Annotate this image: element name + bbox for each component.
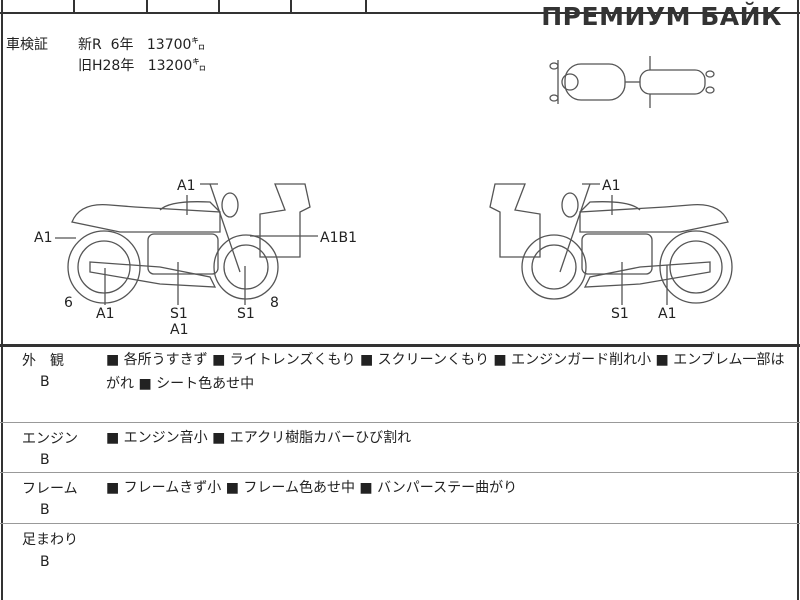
bike-top-view-icon <box>549 56 715 108</box>
top-rule <box>0 12 800 14</box>
mark-engine-2: A1 <box>170 322 189 338</box>
section-divider <box>0 344 800 347</box>
section-notes: ■ フレームきず小 ■ フレーム色あせ中 ■ バンパーステー曲がり <box>106 480 518 496</box>
left-leader-lines <box>55 195 668 305</box>
mark-tank: A1 <box>177 178 196 194</box>
bike-right-view-icon <box>489 183 733 304</box>
mark-tire-front: 8 <box>270 295 279 311</box>
section-label: 外 観 <box>22 353 64 369</box>
mark-right-muffler: A1 <box>658 306 677 322</box>
registration-label: 車検証 <box>6 37 48 53</box>
section-label: 足まわり <box>22 532 78 548</box>
registration-old: 旧H28年 13200㌔ <box>78 58 207 74</box>
section-grade: B <box>40 452 50 468</box>
mark-muffler: A1 <box>96 306 115 322</box>
row-divider <box>0 422 800 423</box>
top-cell-dividers <box>0 0 800 12</box>
left-border <box>1 0 3 600</box>
section-notes: ■ エンジン音小 ■ エアクリ樹脂カバーひび割れ <box>106 430 412 446</box>
mark-front-fender: A1B1 <box>320 230 357 246</box>
bike-left-view-icon <box>67 183 311 304</box>
row-divider <box>0 523 800 524</box>
mark-engine-1: S1 <box>170 306 188 322</box>
brand-watermark: ПРЕМИУМ БАЙК <box>541 2 782 31</box>
section-notes: ■ 各所うすきず ■ ライトレンズくもり ■ スクリーンくもり ■ エンジンガー… <box>106 352 785 392</box>
mark-right-tank: A1 <box>602 178 621 194</box>
section-grade: B <box>40 554 50 570</box>
mark-right-engine: S1 <box>611 306 629 322</box>
mark-tire-rear: 6 <box>64 295 73 311</box>
section-label: フレーム <box>22 481 78 497</box>
section-label: エンジン <box>22 431 78 447</box>
section-grade: B <box>40 502 50 518</box>
section-grade: B <box>40 374 50 390</box>
right-border <box>797 0 799 600</box>
registration-new: 新R 6年 13700㌔ <box>78 37 206 53</box>
mark-fork: S1 <box>237 306 255 322</box>
row-divider <box>0 472 800 473</box>
mark-rear-fender: A1 <box>34 230 53 246</box>
